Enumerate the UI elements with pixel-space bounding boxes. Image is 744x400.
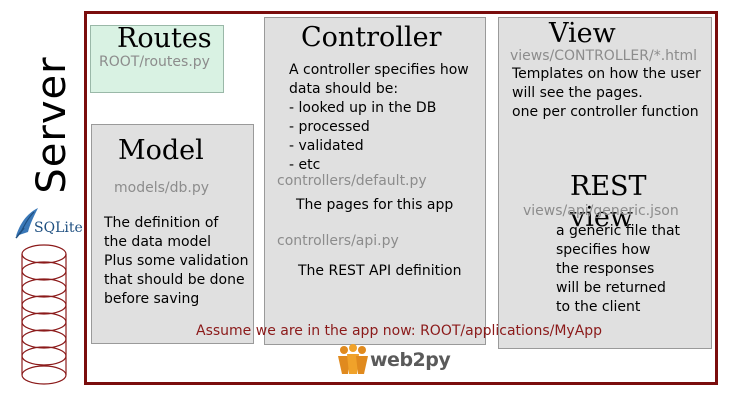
database-icon bbox=[18, 244, 70, 386]
model-line: Plus some validation bbox=[104, 253, 249, 269]
view-line: will see the pages. bbox=[512, 85, 643, 101]
view-line: Templates on how the user bbox=[512, 66, 701, 82]
view-title: View bbox=[549, 18, 616, 49]
controller-api-description: The REST API definition bbox=[298, 263, 462, 279]
web2py-logo: web2py bbox=[336, 343, 451, 377]
rest-view-path: views/api/generic.json bbox=[523, 203, 679, 219]
sqlite-logo: SQLite bbox=[12, 206, 84, 240]
rest-view-title: REST view bbox=[570, 171, 647, 233]
model-box: Model models/db.py The definition of the… bbox=[91, 124, 254, 344]
controller-line: A controller specifies how bbox=[289, 62, 469, 78]
assume-caption: Assume we are in the app now: ROOT/appli… bbox=[196, 323, 603, 339]
rest-view-line: specifies how bbox=[556, 242, 651, 258]
view-description: Templates on how the user will see the p… bbox=[512, 65, 701, 122]
model-line: that should be done bbox=[104, 272, 245, 288]
controller-box: Controller A controller specifies how da… bbox=[264, 17, 486, 345]
model-line: before saving bbox=[104, 291, 200, 307]
web2py-people-icon bbox=[338, 344, 368, 374]
controller-line: data should be: bbox=[289, 81, 399, 97]
controller-line: - etc bbox=[289, 157, 321, 173]
web2py-logo-text: web2py bbox=[370, 349, 451, 371]
sqlite-label: SQLite bbox=[34, 220, 83, 236]
controller-title: Controller bbox=[301, 22, 442, 53]
routes-path: ROOT/routes.py bbox=[99, 54, 210, 70]
rest-view-line: will be returned bbox=[556, 280, 666, 296]
model-path: models/db.py bbox=[114, 180, 209, 196]
view-box: View views/CONTROLLER/*.html Templates o… bbox=[498, 17, 712, 349]
rest-view-description: a generic file that specifies how the re… bbox=[556, 222, 680, 317]
rest-view-line: a generic file that bbox=[556, 223, 681, 239]
controller-api-path: controllers/api.py bbox=[277, 233, 399, 249]
view-line: one per controller function bbox=[512, 104, 699, 120]
rest-view-line: to the client bbox=[556, 299, 641, 315]
app-frame bbox=[84, 11, 718, 385]
rest-view-line: the responses bbox=[556, 261, 655, 277]
sqlite-feather-icon bbox=[15, 208, 38, 239]
model-line: The definition of bbox=[104, 215, 219, 231]
controller-default-description: The pages for this app bbox=[296, 197, 454, 213]
controller-line: - validated bbox=[289, 138, 364, 154]
view-path: views/CONTROLLER/*.html bbox=[510, 48, 698, 64]
routes-title: Routes bbox=[117, 23, 212, 54]
controller-line: - processed bbox=[289, 119, 370, 135]
routes-box: Routes ROOT/routes.py bbox=[90, 23, 224, 93]
controller-line: - looked up in the DB bbox=[289, 100, 437, 116]
model-line: the data model bbox=[104, 234, 212, 250]
model-title: Model bbox=[118, 135, 204, 166]
model-description: The definition of the data model Plus so… bbox=[104, 214, 248, 309]
controller-default-path: controllers/default.py bbox=[277, 173, 427, 189]
controller-description: A controller specifies how data should b… bbox=[289, 61, 469, 175]
